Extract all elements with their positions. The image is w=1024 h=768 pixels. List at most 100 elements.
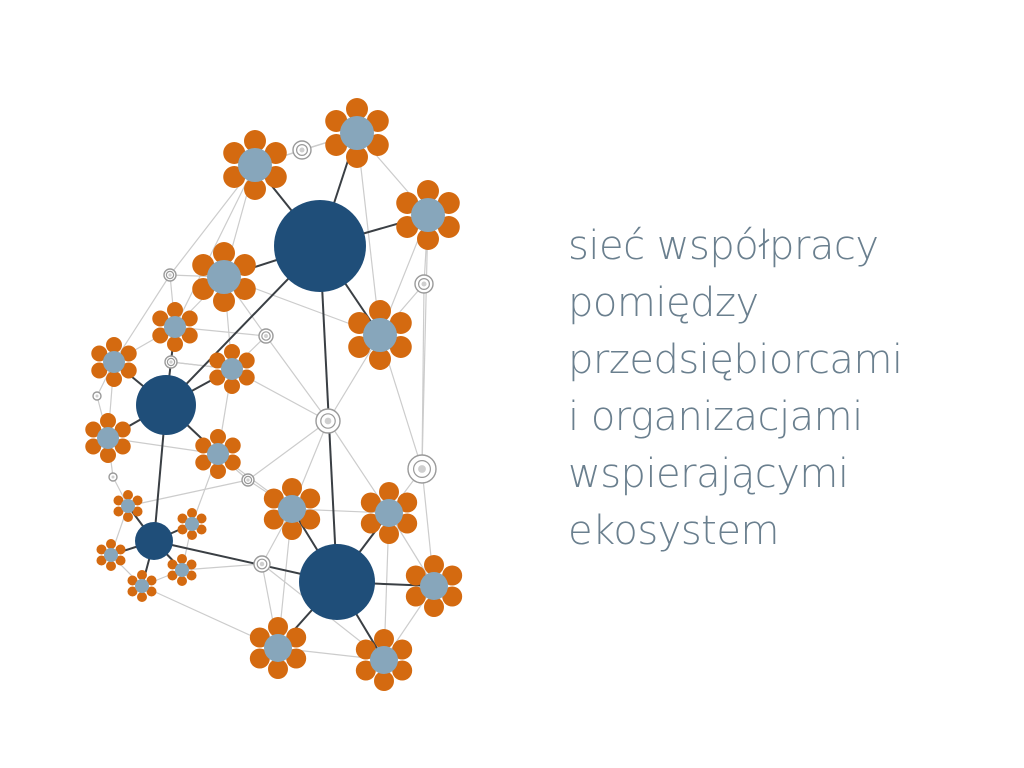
flower-node	[167, 554, 197, 586]
flower-center	[221, 358, 243, 380]
flower-petal	[392, 639, 413, 660]
light-link	[247, 420, 329, 481]
flower-petal	[177, 524, 188, 535]
flower-petal	[167, 559, 178, 570]
flower-center	[363, 318, 397, 352]
flower-petal	[442, 586, 463, 607]
flower-node	[263, 478, 321, 540]
flower-petal	[167, 302, 183, 318]
flower-petal	[127, 586, 138, 597]
flower-petal	[100, 447, 116, 463]
flower-node	[177, 508, 207, 540]
flower-node	[249, 617, 307, 679]
flower-petal	[263, 509, 284, 530]
caption-line-5: wspierającymi	[568, 451, 849, 497]
light-link	[421, 283, 425, 470]
flower-petal	[85, 438, 102, 455]
flower-petal	[286, 648, 307, 669]
flower-center	[135, 579, 149, 593]
flower-center	[370, 646, 398, 674]
flower-petal	[224, 437, 241, 454]
flower-petal	[417, 180, 439, 202]
flower-center	[238, 148, 272, 182]
flower-node	[405, 555, 463, 617]
flower-petal	[249, 627, 270, 648]
caption-line-4: i organizacjami	[568, 394, 863, 440]
flower-center	[104, 548, 118, 562]
flower-petal	[152, 310, 169, 327]
caption-line-1: sieć współpracy	[568, 223, 879, 269]
ring-node	[164, 355, 178, 369]
flower-petal	[282, 478, 302, 498]
flower-petal	[114, 421, 131, 438]
ring-node	[315, 408, 341, 434]
flower-petal	[195, 437, 212, 454]
flower-center	[411, 198, 445, 232]
flower-petal	[210, 463, 226, 479]
flower-petal	[177, 554, 187, 564]
flower-petal	[263, 488, 284, 509]
flower-petal	[405, 586, 426, 607]
caption-text: sieć współpracy pomiędzy przedsiębiorcam…	[568, 218, 1008, 560]
flower-petal	[106, 371, 122, 387]
flower-petal	[91, 362, 108, 379]
flower-petal	[213, 242, 235, 264]
ring-node	[258, 328, 274, 344]
flower-petal	[167, 570, 178, 581]
flower-petal	[123, 490, 133, 500]
flower-petal	[146, 586, 157, 597]
ring-node	[414, 274, 434, 294]
flower-petal	[209, 352, 226, 369]
flower-petal	[369, 348, 391, 370]
flower-petal	[113, 506, 124, 517]
flower-node	[360, 482, 418, 544]
flower-petal	[424, 597, 444, 617]
flower-petal	[106, 337, 122, 353]
flower-petal	[238, 352, 255, 369]
flower-petal	[106, 561, 116, 571]
flower-petal	[417, 228, 439, 250]
ring-node	[108, 472, 118, 482]
flower-center	[164, 316, 186, 338]
flower-petal	[405, 565, 426, 586]
flower-petal	[397, 513, 418, 534]
light-link	[291, 508, 390, 514]
flower-petal	[91, 345, 108, 362]
flower-petal	[120, 362, 137, 379]
flower-petal	[146, 575, 157, 586]
flower-petal	[96, 544, 107, 555]
flower-petal	[209, 369, 226, 386]
ring-node	[407, 454, 437, 484]
flower-petal	[137, 592, 147, 602]
flower-petal	[392, 660, 413, 681]
ring-node	[92, 391, 102, 401]
flower-center	[103, 351, 125, 373]
flower-center	[264, 634, 292, 662]
flower-petal	[181, 310, 198, 327]
flower-petal	[196, 513, 207, 524]
flower-center	[185, 517, 199, 531]
ring-node	[292, 140, 312, 160]
light-link	[383, 585, 435, 661]
flower-petal	[167, 336, 183, 352]
flower-node	[355, 629, 413, 691]
flower-center	[278, 495, 306, 523]
flower-petal	[85, 421, 102, 438]
flower-petal	[96, 555, 107, 566]
flower-node	[325, 98, 389, 168]
flower-petal	[224, 378, 240, 394]
flower-center	[340, 116, 374, 150]
flower-petal	[152, 327, 169, 344]
flower-center	[207, 443, 229, 465]
flower-center	[97, 427, 119, 449]
hub-node	[136, 375, 196, 435]
flower-center	[207, 260, 241, 294]
flower-petal	[346, 98, 368, 120]
flower-petal	[249, 648, 270, 669]
ring-node	[163, 268, 177, 282]
flower-petal	[177, 576, 187, 586]
flower-petal	[355, 639, 376, 660]
ring-node	[241, 473, 255, 487]
flower-petal	[186, 570, 197, 581]
